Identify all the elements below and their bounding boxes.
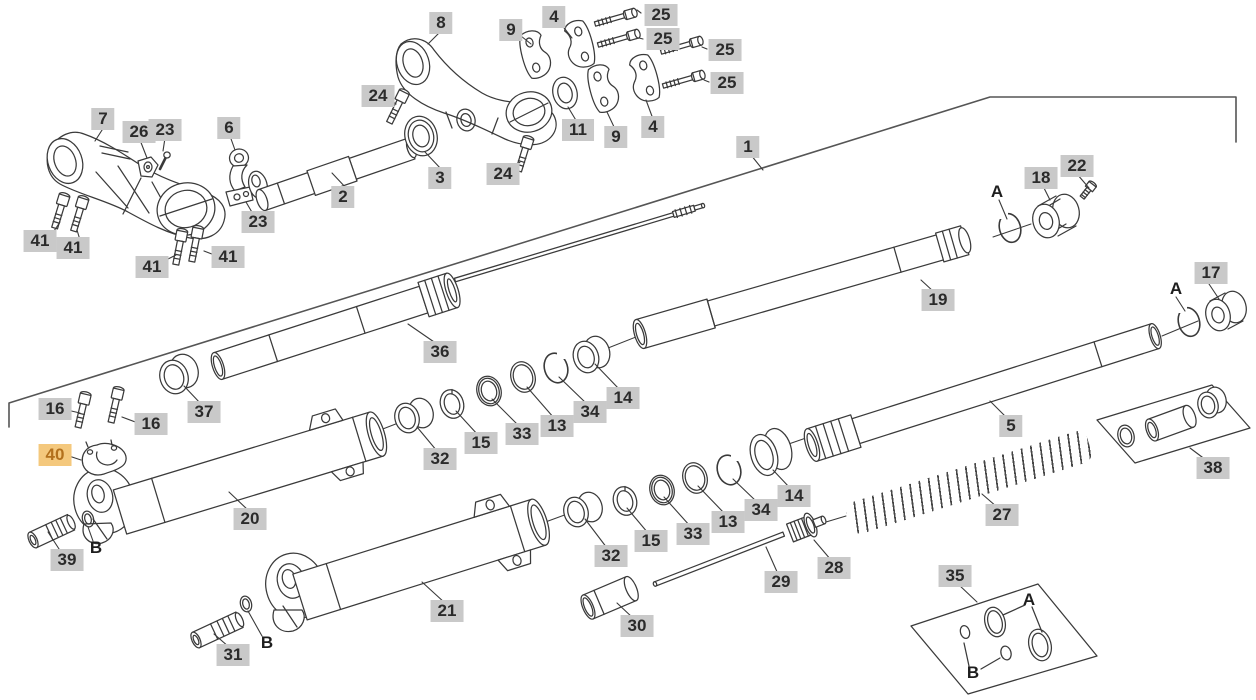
part-label-31[interactable]: 31 (216, 644, 250, 666)
part-label-15[interactable]: 15 (464, 432, 498, 454)
part-label-25[interactable]: 25 (646, 28, 680, 50)
part-35-kit-panel (910, 583, 1098, 695)
cartridge-rod (453, 202, 706, 283)
part-label-32[interactable]: 32 (594, 545, 628, 567)
part-26-plate (137, 156, 159, 178)
part-label-26[interactable]: 26 (122, 121, 156, 143)
part-37-bushing (159, 353, 199, 395)
part-label-15[interactable]: 15 (634, 530, 668, 552)
part-label-25[interactable]: 25 (710, 72, 744, 94)
part-label-7[interactable]: 7 (91, 108, 115, 130)
a-ring-circlip-17 (1177, 306, 1201, 338)
part-label-24[interactable]: 24 (361, 85, 395, 107)
part-20-slider (73, 408, 388, 545)
part-label-41[interactable]: 41 (23, 230, 57, 252)
part-29-damper-rod (652, 531, 786, 587)
part-28-piston (785, 512, 827, 543)
part-label-37[interactable]: 37 (187, 401, 221, 423)
part-3-bearing (404, 115, 438, 157)
part-label-41[interactable]: 41 (211, 246, 245, 268)
part-label-39[interactable]: 39 (50, 549, 84, 571)
part-label-34[interactable]: 34 (744, 499, 778, 521)
a-ring-circlip-18 (998, 212, 1022, 244)
part-label-16[interactable]: 16 (134, 413, 168, 435)
part-18-top-cap (1032, 193, 1080, 239)
part-label-13[interactable]: 13 (540, 415, 574, 437)
part-label-28[interactable]: 28 (817, 557, 851, 579)
part-label-32[interactable]: 32 (423, 448, 457, 470)
part-label-25[interactable]: 25 (644, 4, 678, 26)
part-label-36[interactable]: 36 (423, 341, 457, 363)
ref-letter-B: B (966, 663, 980, 682)
part-label-41[interactable]: 41 (56, 237, 90, 259)
part-label-16[interactable]: 16 (38, 398, 72, 420)
part-39-axle-bolt (27, 510, 95, 549)
part-label-34[interactable]: 34 (573, 401, 607, 423)
part-label-9[interactable]: 9 (604, 126, 628, 148)
part-label-8[interactable]: 8 (429, 12, 453, 34)
ref-letter-B: B (89, 538, 103, 557)
part-label-35[interactable]: 35 (938, 565, 972, 587)
part-label-30[interactable]: 30 (620, 615, 654, 637)
part-label-24[interactable]: 24 (486, 163, 520, 185)
part-label-33[interactable]: 33 (505, 423, 539, 445)
part-label-40[interactable]: 40 (38, 444, 72, 466)
part-label-21[interactable]: 21 (430, 600, 464, 622)
seal-stack-upper (394, 335, 611, 434)
part-5-damper-tube (803, 323, 1162, 462)
part-label-17[interactable]: 17 (1194, 262, 1228, 284)
part-label-4[interactable]: 4 (641, 116, 665, 138)
part-31-axle-bolt (190, 595, 253, 649)
part-label-4[interactable]: 4 (542, 6, 566, 28)
part-19-inner-tube (632, 225, 972, 350)
part-label-14[interactable]: 14 (606, 387, 640, 409)
part-label-38[interactable]: 38 (1196, 457, 1230, 479)
part-label-5[interactable]: 5 (999, 415, 1023, 437)
part-label-6[interactable]: 6 (217, 117, 241, 139)
part-label-41[interactable]: 41 (135, 256, 169, 278)
part-label-11[interactable]: 11 (562, 119, 594, 141)
part-label-27[interactable]: 27 (985, 504, 1019, 526)
part-30-tube (580, 575, 639, 620)
part-label-33[interactable]: 33 (676, 523, 710, 545)
part-label-18[interactable]: 18 (1024, 167, 1058, 189)
seal-stack-lower (563, 427, 793, 528)
part-11-washer (552, 76, 578, 110)
part-label-25[interactable]: 25 (708, 39, 742, 61)
part-2-steering-stem (247, 137, 417, 212)
part-label-9[interactable]: 9 (499, 19, 523, 41)
part-38-kit-panel (1096, 384, 1251, 464)
part-label-2[interactable]: 2 (331, 186, 355, 208)
part-7-lower-triple-clamp (46, 131, 226, 240)
ref-letter-B: B (260, 633, 274, 652)
ref-letter-A: A (1169, 279, 1183, 298)
part-40-axle-clamp (81, 439, 127, 476)
part-21-slider (265, 493, 551, 633)
part-label-22[interactable]: 22 (1060, 155, 1094, 177)
part-36-fork-tube (210, 272, 461, 381)
ref-letter-A: A (1022, 590, 1036, 609)
part-label-29[interactable]: 29 (764, 571, 798, 593)
assembly-1-bracket-line (8, 96, 1237, 428)
part-label-20[interactable]: 20 (233, 508, 267, 530)
part-label-19[interactable]: 19 (921, 289, 955, 311)
ref-letter-A: A (990, 182, 1004, 201)
part-label-23[interactable]: 23 (148, 119, 182, 141)
part-label-14[interactable]: 14 (777, 485, 811, 507)
part-17-cap (1205, 290, 1247, 332)
part-label-1[interactable]: 1 (736, 136, 760, 158)
part-22-bolt (1079, 180, 1097, 200)
part-label-13[interactable]: 13 (711, 511, 745, 533)
part-8-upper-triple-clamp (395, 38, 557, 146)
part-6-lever (225, 148, 254, 207)
part-label-23[interactable]: 23 (241, 211, 275, 233)
part-label-3[interactable]: 3 (428, 167, 452, 189)
